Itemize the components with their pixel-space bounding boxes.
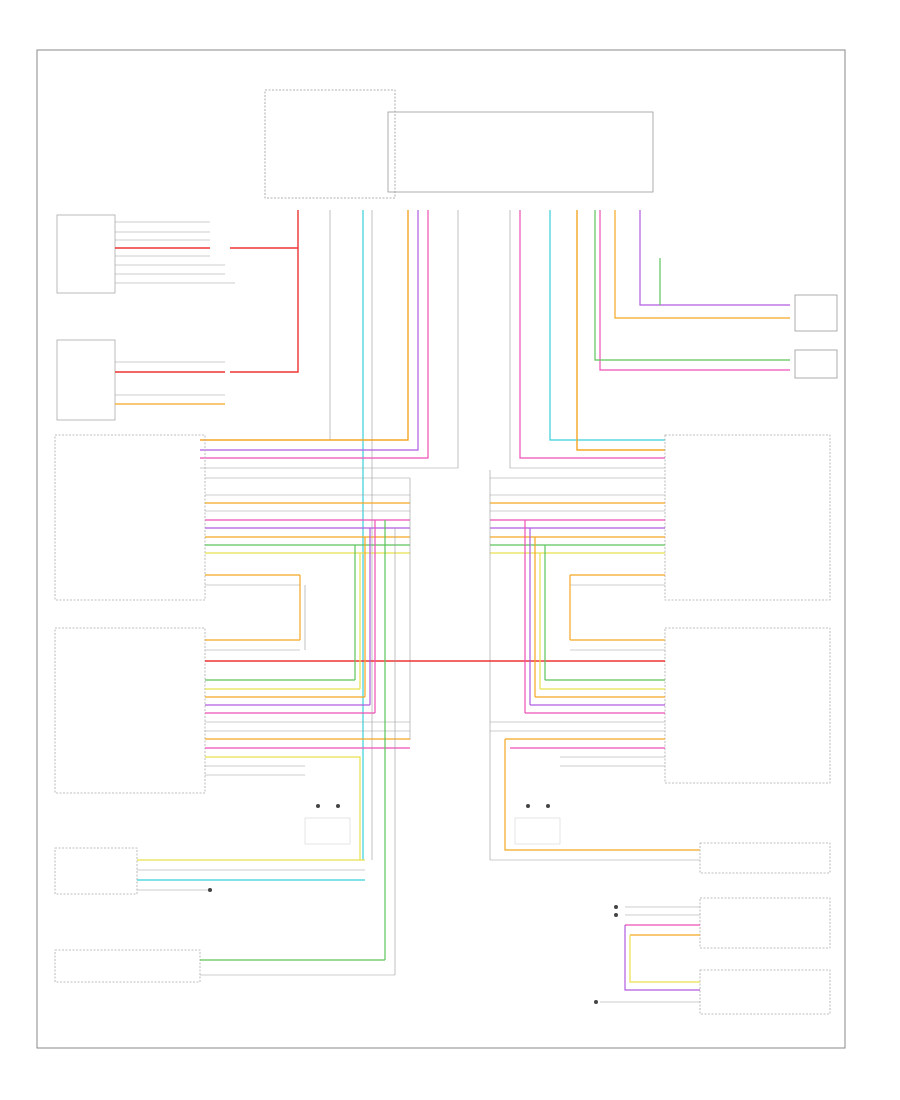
left-module-harness [205, 520, 410, 975]
ground-right [514, 804, 561, 845]
right-rear-door-module [664, 627, 831, 784]
left-rear-door-module [54, 627, 206, 794]
right-rear-door-latch [664, 434, 831, 601]
left-rear-power-window-motor [54, 847, 365, 895]
totally-integrated-power-module [264, 89, 654, 199]
cluster [594, 897, 831, 1015]
right-rear-door-lock-switch [794, 349, 838, 379]
ground-left [304, 804, 351, 845]
left-rear-door-lock-switch [54, 949, 395, 983]
left-latch-harness [205, 477, 411, 740]
diagram-frame [36, 49, 846, 1049]
right-front-door-switch [56, 339, 225, 421]
right-module-harness [490, 520, 700, 861]
right-latch-harness [489, 470, 665, 860]
right-rear-door-lock-switch-lower [699, 842, 831, 874]
wire-red-feed [230, 210, 299, 373]
left-rear-door-latch [54, 434, 206, 601]
left-front-door-switch [56, 214, 235, 294]
right-rear-power-window-motor [794, 294, 838, 332]
